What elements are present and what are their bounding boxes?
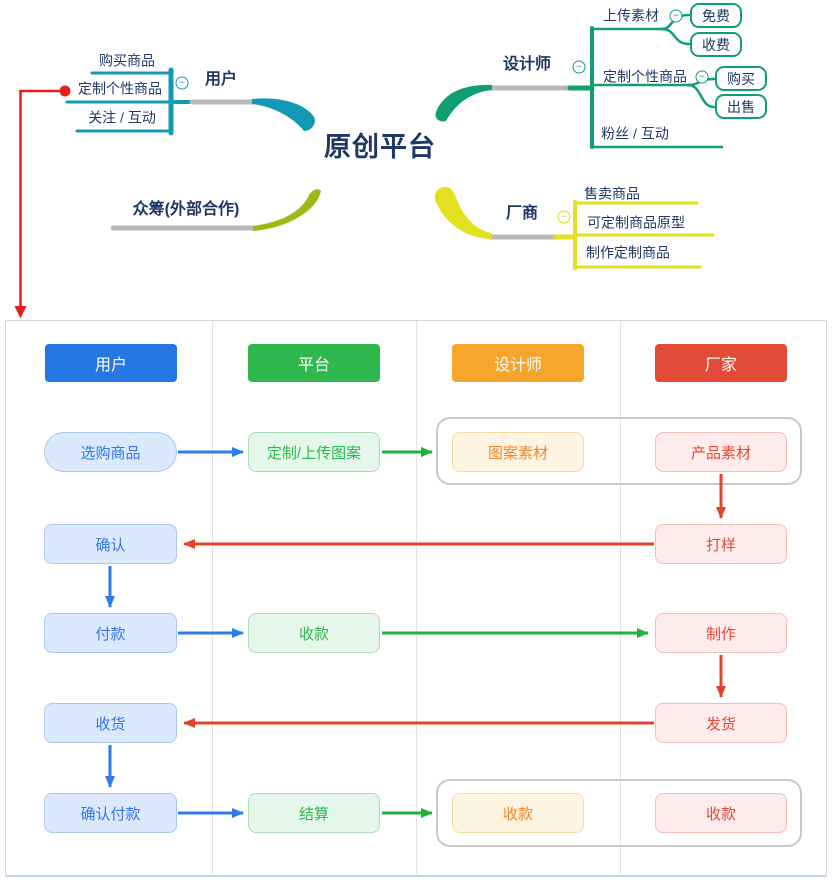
flow-node-select-goods[interactable]: 选购商品 [44, 432, 177, 472]
jump-connector-arrow [14, 85, 71, 319]
topic-crowdfunding[interactable]: 众筹(外部合作) [132, 201, 240, 219]
flow-node-pattern-material[interactable]: 图案素材 [452, 432, 584, 472]
flow-node-confirm-payment[interactable]: 确认付款 [44, 793, 177, 833]
subtopic-prototype[interactable]: 可定制商品原型 [587, 214, 685, 231]
group-materials[interactable] [436, 417, 802, 485]
flow-node-receive-goods[interactable]: 收货 [44, 703, 177, 743]
leaf-sell[interactable]: 出售 [715, 94, 767, 119]
subtopic-follow-interact[interactable]: 关注 / 互动 [88, 109, 156, 126]
designer-branch-swoosh [435, 84, 492, 122]
subtopic-upload-material[interactable]: 上传素材 [603, 7, 659, 24]
subtopic-fans-interact[interactable]: 粉丝 / 互动 [601, 125, 669, 142]
leaf-paid[interactable]: 收费 [690, 32, 742, 57]
user-branch-swoosh [252, 98, 315, 131]
lane-header-factory[interactable]: 厂家 [655, 344, 787, 382]
subtopic-make-custom[interactable]: 制作定制商品 [586, 244, 670, 261]
lane-header-user[interactable]: 用户 [45, 344, 177, 382]
subtopic-buy-goods[interactable]: 购买商品 [99, 52, 155, 69]
mindmap-connectors [14, 13, 724, 319]
leaf-free[interactable]: 免费 [690, 3, 742, 28]
flow-node-confirm[interactable]: 确认 [44, 524, 177, 564]
subtopic-designer-custom[interactable]: 定制个性商品 [603, 68, 687, 85]
flow-node-produce[interactable]: 制作 [655, 613, 787, 653]
flow-node-product-material[interactable]: 产品素材 [655, 432, 787, 472]
swimlane-frame [5, 320, 827, 877]
lane-header-designer[interactable]: 设计师 [452, 344, 584, 382]
flow-node-settle[interactable]: 结算 [248, 793, 380, 833]
lane-header-platform[interactable]: 平台 [248, 344, 380, 382]
manufacturer-branch-swoosh [434, 187, 492, 239]
group-settlement[interactable] [436, 779, 802, 847]
leaf-buy[interactable]: 购买 [715, 66, 767, 91]
flow-node-designer-income[interactable]: 收款 [452, 793, 584, 833]
topic-user[interactable]: 用户 [204, 71, 238, 89]
topic-manufacturer[interactable]: 厂商 [505, 205, 539, 223]
flow-node-pay[interactable]: 付款 [44, 613, 177, 653]
collapse-icon-upload[interactable]: − [669, 9, 683, 23]
collapse-icon-designer[interactable]: − [572, 60, 586, 74]
flow-node-collect-payment[interactable]: 收款 [248, 613, 380, 653]
topic-designer[interactable]: 设计师 [502, 56, 552, 74]
flow-node-factory-income[interactable]: 收款 [655, 793, 787, 833]
subtopic-custom-goods[interactable]: 定制个性商品 [78, 80, 162, 97]
subtopic-sell-goods[interactable]: 售卖商品 [584, 185, 640, 202]
collapse-icon-user[interactable]: − [175, 76, 189, 90]
lane-divider [416, 321, 417, 876]
collapse-icon-manufacturer[interactable]: − [557, 210, 571, 224]
central-topic[interactable]: 原创平台 [324, 132, 436, 163]
flow-node-sample[interactable]: 打样 [655, 524, 787, 564]
collapse-icon-designer-custom[interactable]: − [695, 70, 709, 84]
flow-node-ship[interactable]: 发货 [655, 703, 787, 743]
lane-divider [212, 321, 213, 876]
crowdfunding-branch-swoosh [253, 189, 321, 231]
flow-node-customize-upload[interactable]: 定制/上传图案 [248, 432, 380, 472]
lane-divider [620, 321, 621, 876]
